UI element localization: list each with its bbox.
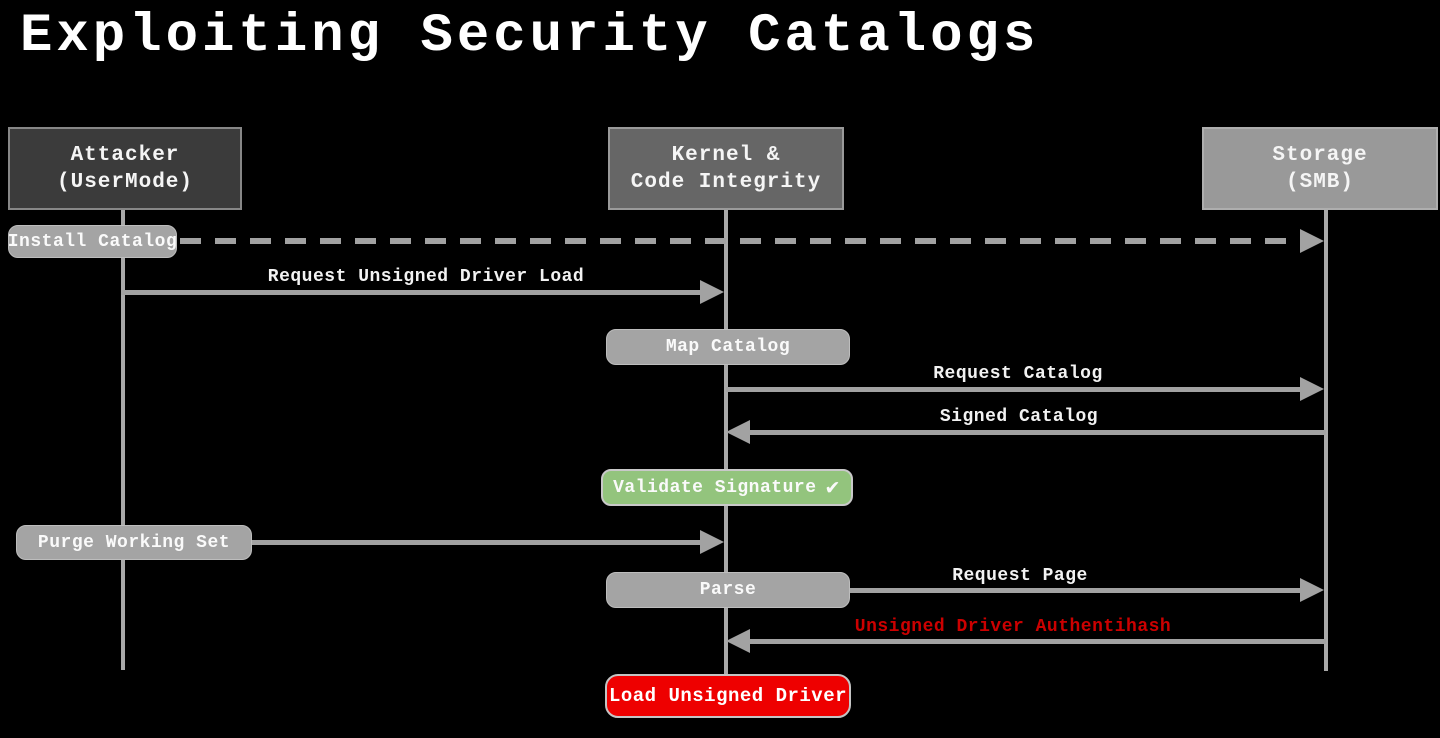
actor-kernel-name: Kernel & bbox=[671, 143, 781, 167]
actor-kernel-subtitle: Code Integrity bbox=[630, 170, 822, 194]
diagram-title: Exploiting Security Catalogs bbox=[20, 6, 1040, 67]
install-catalog-dashed-line bbox=[180, 238, 1302, 244]
step-map-catalog: Map Catalog bbox=[606, 329, 850, 365]
actor-storage: Storage (SMB) bbox=[1202, 127, 1438, 210]
lifeline-storage bbox=[1324, 210, 1328, 671]
request-catalog-arrowhead-icon bbox=[1300, 377, 1324, 401]
request-unsigned-driver-load-line bbox=[121, 290, 702, 295]
step-purge-working-set-label: Purge Working Set bbox=[37, 532, 231, 553]
message-unsigned-driver-authentihash: Unsigned Driver Authentihash bbox=[854, 617, 1172, 637]
message-request-page: Request Page bbox=[952, 566, 1088, 586]
unsigned-driver-authentihash-arrowhead-icon bbox=[726, 629, 750, 653]
purge-working-set-line bbox=[250, 540, 702, 545]
message-request-catalog: Request Catalog bbox=[933, 364, 1103, 384]
unsigned-driver-authentihash-line bbox=[748, 639, 1326, 644]
step-parse-label: Parse bbox=[699, 580, 757, 600]
request-page-arrowhead-icon bbox=[1300, 578, 1324, 602]
checkmark-icon: ✔ bbox=[824, 476, 841, 499]
step-purge-working-set: Purge Working Set bbox=[16, 525, 252, 560]
install-catalog-arrowhead-icon bbox=[1300, 229, 1324, 253]
step-load-unsigned-driver-label: Load Unsigned Driver bbox=[608, 685, 848, 707]
actor-storage-name: Storage bbox=[1272, 143, 1368, 167]
actor-kernel: Kernel & Code Integrity bbox=[608, 127, 844, 210]
request-catalog-line bbox=[726, 387, 1302, 392]
step-parse: Parse bbox=[606, 572, 850, 608]
message-signed-catalog: Signed Catalog bbox=[939, 407, 1099, 427]
lifeline-attacker bbox=[121, 210, 125, 670]
request-page-line bbox=[848, 588, 1302, 593]
step-validate-signature-label: Validate Signature bbox=[613, 477, 817, 498]
message-request-unsigned-driver-load: Request Unsigned Driver Load bbox=[267, 267, 585, 287]
actor-attacker-subtitle: (UserMode) bbox=[56, 170, 194, 194]
purge-working-set-arrowhead-icon bbox=[700, 530, 724, 554]
step-install-catalog: Install Catalog bbox=[8, 225, 177, 258]
signed-catalog-line bbox=[748, 430, 1326, 435]
actor-attacker: Attacker (UserMode) bbox=[8, 127, 242, 210]
step-validate-signature: Validate Signature ✔ bbox=[601, 469, 853, 506]
step-load-unsigned-driver: Load Unsigned Driver bbox=[605, 674, 851, 718]
signed-catalog-arrowhead-icon bbox=[726, 420, 750, 444]
step-map-catalog-label: Map Catalog bbox=[665, 337, 791, 357]
request-unsigned-driver-load-arrowhead-icon bbox=[700, 280, 724, 304]
step-install-catalog-label: Install Catalog bbox=[7, 231, 178, 252]
actor-storage-subtitle: (SMB) bbox=[1285, 170, 1354, 194]
actor-attacker-name: Attacker bbox=[70, 143, 180, 167]
